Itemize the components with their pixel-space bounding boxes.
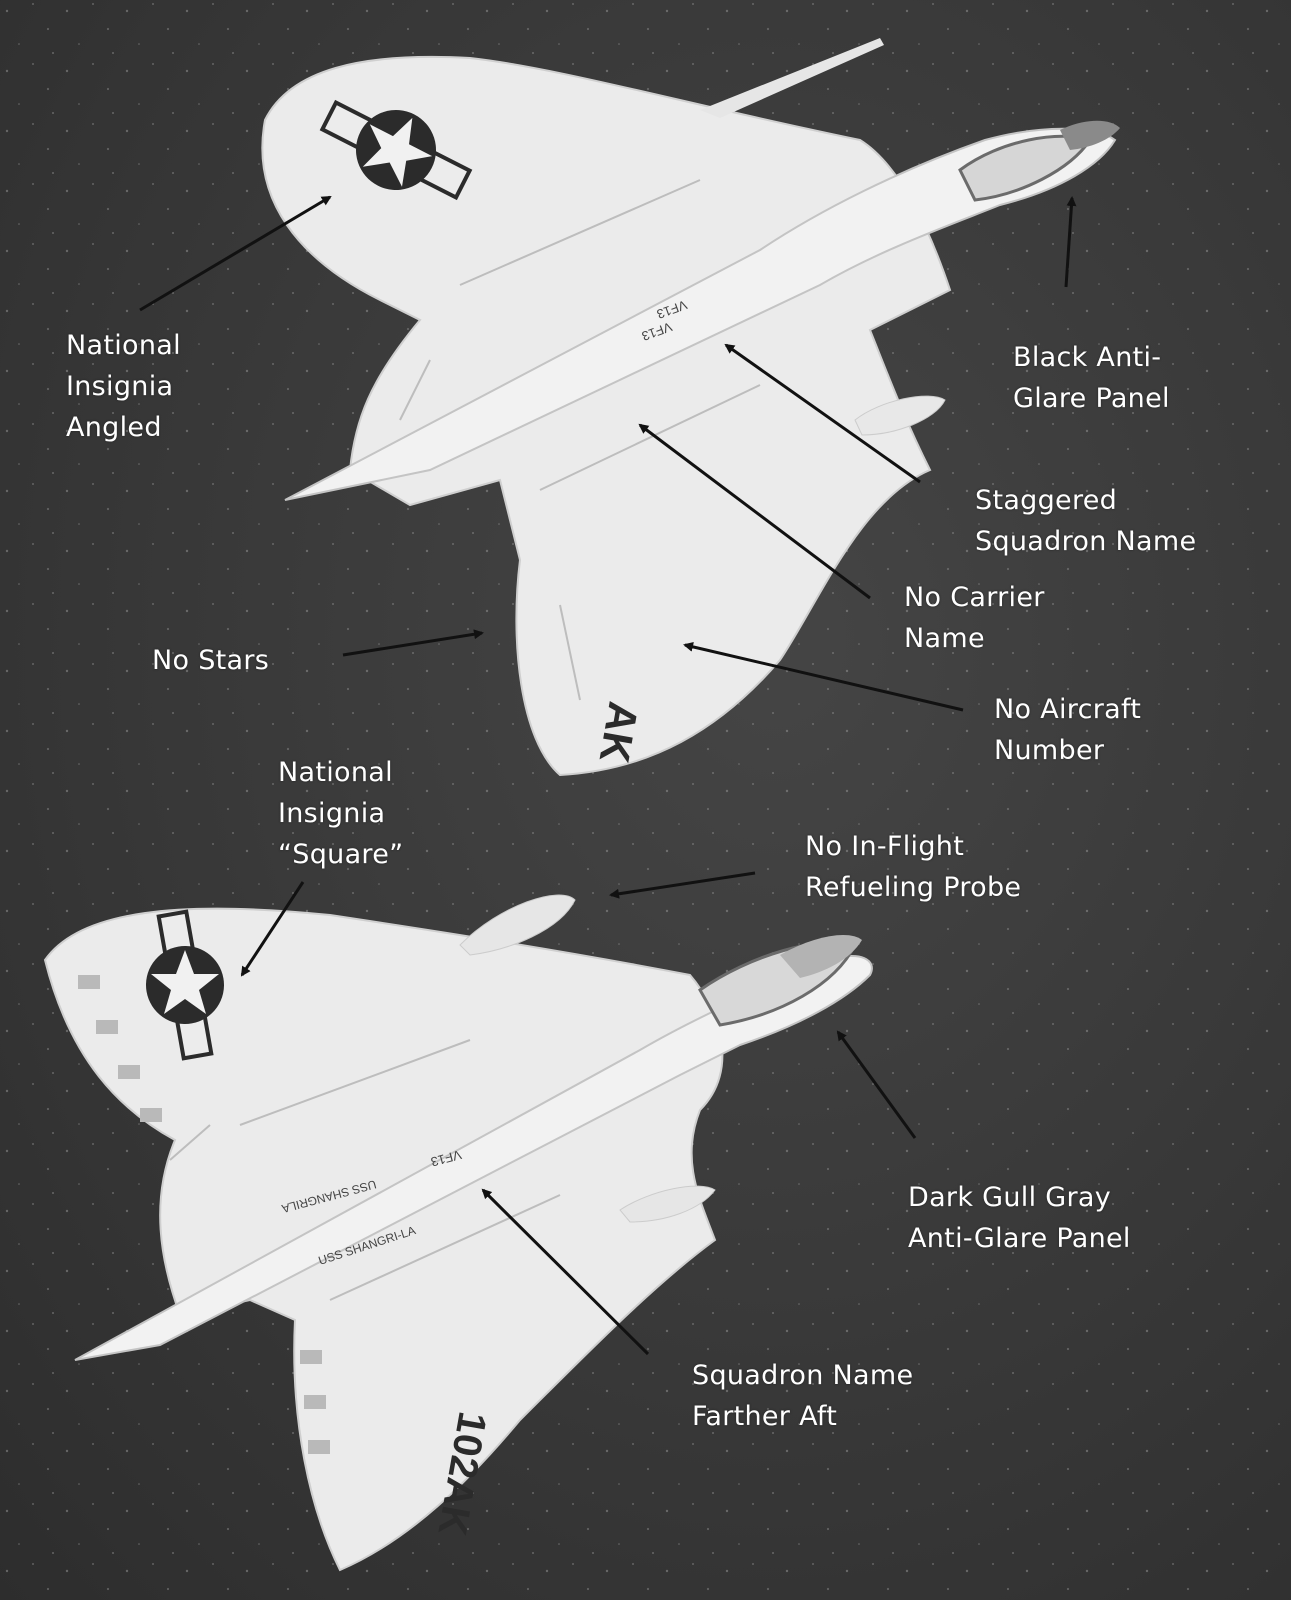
aircraft-bottom: 102AK VF13 USS SHANGRILA USS SHANGRI-LA — [43, 894, 873, 1572]
callout-no-in-flight-refueling-probe: No In-Flight Refueling Probe — [805, 826, 1021, 908]
callout-line: Refueling Probe — [805, 872, 1022, 903]
top-anti-glare-panel — [1060, 120, 1120, 150]
callout-dark-gull-gray-anti-glare-panel: Dark Gull Gray Anti-Glare Panel — [908, 1177, 1131, 1259]
arrow-national-insignia-square — [240, 881, 305, 977]
arrow-squadron-name-farther-aft — [481, 1188, 650, 1356]
top-national-insignia — [319, 99, 473, 201]
callout-line: Squadron Name — [692, 1360, 914, 1391]
bottom-slat-marks — [78, 975, 330, 1454]
callout-line: No In-Flight — [805, 831, 965, 862]
callout-line: Staggered — [975, 485, 1118, 516]
arrow-no-aircraft-number — [683, 641, 964, 712]
callout-black-anti-glare-panel: Black Anti- Glare Panel — [1013, 337, 1170, 419]
callout-line: Dark Gull Gray — [908, 1182, 1112, 1213]
top-drop-tank — [854, 395, 946, 436]
bottom-anti-glare-panel — [780, 935, 862, 978]
arrow-no-carrier-name — [638, 423, 871, 600]
callout-line: Insignia — [278, 798, 386, 829]
callout-arrows — [139, 195, 1077, 1356]
callout-line: Squadron Name — [975, 526, 1197, 557]
callout-line: Insignia — [66, 371, 174, 402]
callout-national-insignia-angled: National Insignia Angled — [66, 325, 181, 448]
callout-no-stars: No Stars — [152, 640, 269, 681]
top-fuselage — [284, 127, 1117, 501]
callout-squadron-name-farther-aft: Squadron Name Farther Aft — [692, 1355, 913, 1437]
callout-line: No Carrier — [904, 582, 1045, 613]
top-wing — [261, 55, 952, 777]
arrow-national-insignia-angled — [139, 195, 332, 312]
callout-line: National — [278, 757, 393, 788]
callout-no-carrier-name: No Carrier Name — [904, 577, 1045, 659]
bottom-national-insignia — [146, 909, 224, 1061]
bottom-drop-tank-2 — [619, 1185, 716, 1223]
arrow-dark-gull-gray-anti-glare-panel — [836, 1030, 917, 1139]
callout-line: No Aircraft — [994, 694, 1142, 725]
callout-line: National — [66, 330, 181, 361]
top-refueling-probe — [700, 38, 884, 118]
callout-line: Number — [994, 735, 1105, 766]
callout-national-insignia-square: National Insignia “Square” — [278, 752, 403, 875]
callout-staggered-squadron-name: Staggered Squadron Name — [975, 480, 1196, 562]
top-tail-code: AK — [591, 698, 648, 766]
arrow-no-in-flight-refueling-probe — [609, 871, 756, 899]
callout-line: Farther Aft — [692, 1401, 838, 1432]
bottom-wing — [43, 907, 724, 1572]
callout-no-aircraft-number: No Aircraft Number — [994, 689, 1141, 771]
callout-line: Glare Panel — [1013, 383, 1170, 414]
callout-line: No Stars — [152, 645, 270, 676]
aircraft-top: AK VF13 VF13 — [261, 38, 1120, 777]
arrow-staggered-squadron-name — [724, 343, 921, 484]
callout-line: Angled — [66, 412, 162, 443]
callout-line: Anti-Glare Panel — [908, 1223, 1131, 1254]
callout-line: Black Anti- — [1013, 342, 1162, 373]
arrow-black-anti-glare-panel — [1064, 196, 1077, 288]
arrow-no-stars — [342, 629, 484, 657]
callout-line: “Square” — [278, 839, 404, 870]
bottom-drop-tank — [459, 894, 576, 956]
callout-line: Name — [904, 623, 985, 654]
